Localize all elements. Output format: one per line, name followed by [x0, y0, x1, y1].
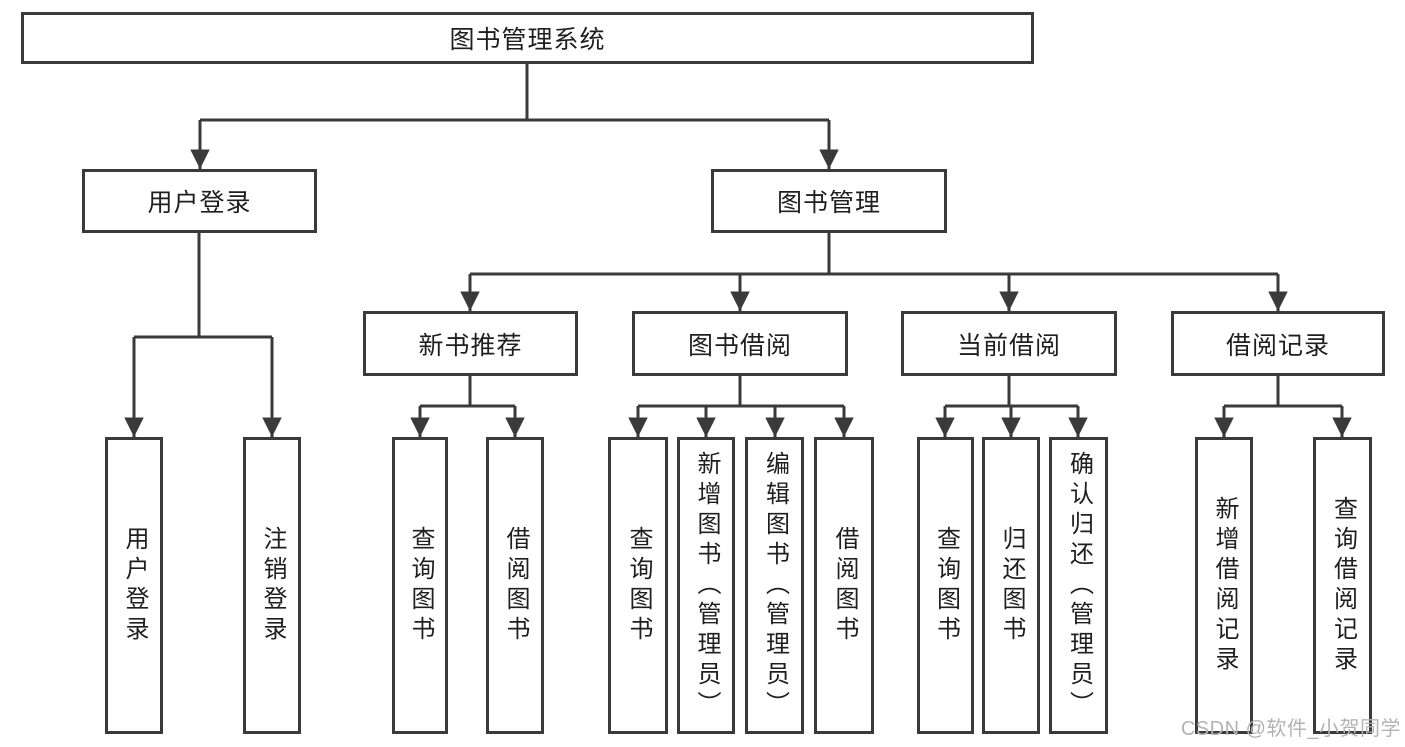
leaf-bb-borrow-books-label: 借阅图书: [831, 525, 858, 646]
node-borrow-records: 借阅记录: [1171, 311, 1385, 376]
leaf-br-add-record-label: 新增借阅记录: [1211, 495, 1238, 676]
leaf-nb-query-books-label: 查询图书: [407, 525, 434, 646]
leaf-bb-add-books-admin: 新增图书（管理员）: [677, 437, 735, 734]
leaf-bb-edit-books-admin: 编辑图书（管理员）: [745, 437, 804, 734]
csdn-watermark: CSDN @软件_小贺同学: [1180, 718, 1401, 740]
node-root-label: 图书管理系统: [449, 26, 606, 54]
leaf-cb-confirm-return-admin-label: 确认归还（管理员）: [1065, 450, 1093, 721]
leaf-nb-borrow-books: 借阅图书: [486, 437, 544, 734]
leaf-logout: 注销登录: [243, 437, 301, 734]
leaf-bb-add-books-admin-label: 新增图书（管理员）: [693, 450, 720, 721]
node-current-borrow-label: 当前借阅: [956, 331, 1061, 360]
node-borrow-records-label: 借阅记录: [1225, 331, 1330, 360]
leaf-cb-confirm-return-admin: 确认归还（管理员）: [1049, 437, 1108, 734]
leaf-user-login: 用户登录: [105, 437, 163, 734]
node-book-borrow: 图书借阅: [632, 311, 848, 376]
node-new-book-recommend-label: 新书推荐: [418, 331, 523, 360]
leaf-user-login-label: 用户登录: [121, 525, 148, 646]
leaf-br-add-record: 新增借阅记录: [1195, 437, 1253, 734]
leaf-br-query-record-label: 查询借阅记录: [1329, 495, 1357, 676]
leaf-bb-edit-books-admin-label: 编辑图书（管理员）: [761, 450, 789, 721]
node-book-borrow-label: 图书借阅: [687, 331, 792, 360]
leaf-cb-query-books: 查询图书: [917, 437, 974, 734]
node-book-management: 图书管理: [711, 169, 947, 233]
leaf-nb-query-books: 查询图书: [392, 437, 448, 734]
leaf-cb-return-books: 归还图书: [982, 437, 1040, 734]
node-new-book-recommend: 新书推荐: [363, 311, 578, 376]
leaf-bb-borrow-books: 借阅图书: [814, 437, 874, 734]
leaf-bb-query-books: 查询图书: [608, 437, 668, 734]
node-current-borrow: 当前借阅: [901, 311, 1117, 376]
node-user-login: 用户登录: [82, 169, 317, 233]
leaf-logout-label: 注销登录: [259, 525, 286, 646]
leaf-cb-return-books-label: 归还图书: [998, 525, 1025, 646]
leaf-br-query-record: 查询借阅记录: [1313, 437, 1372, 734]
node-book-management-label: 图书管理: [776, 189, 881, 217]
leaf-nb-borrow-books-label: 借阅图书: [502, 525, 529, 646]
leaf-cb-query-books-label: 查询图书: [932, 525, 960, 646]
node-user-login-label: 用户登录: [147, 189, 252, 217]
leaf-bb-query-books-label: 查询图书: [625, 525, 652, 646]
node-root: 图书管理系统: [21, 12, 1034, 64]
